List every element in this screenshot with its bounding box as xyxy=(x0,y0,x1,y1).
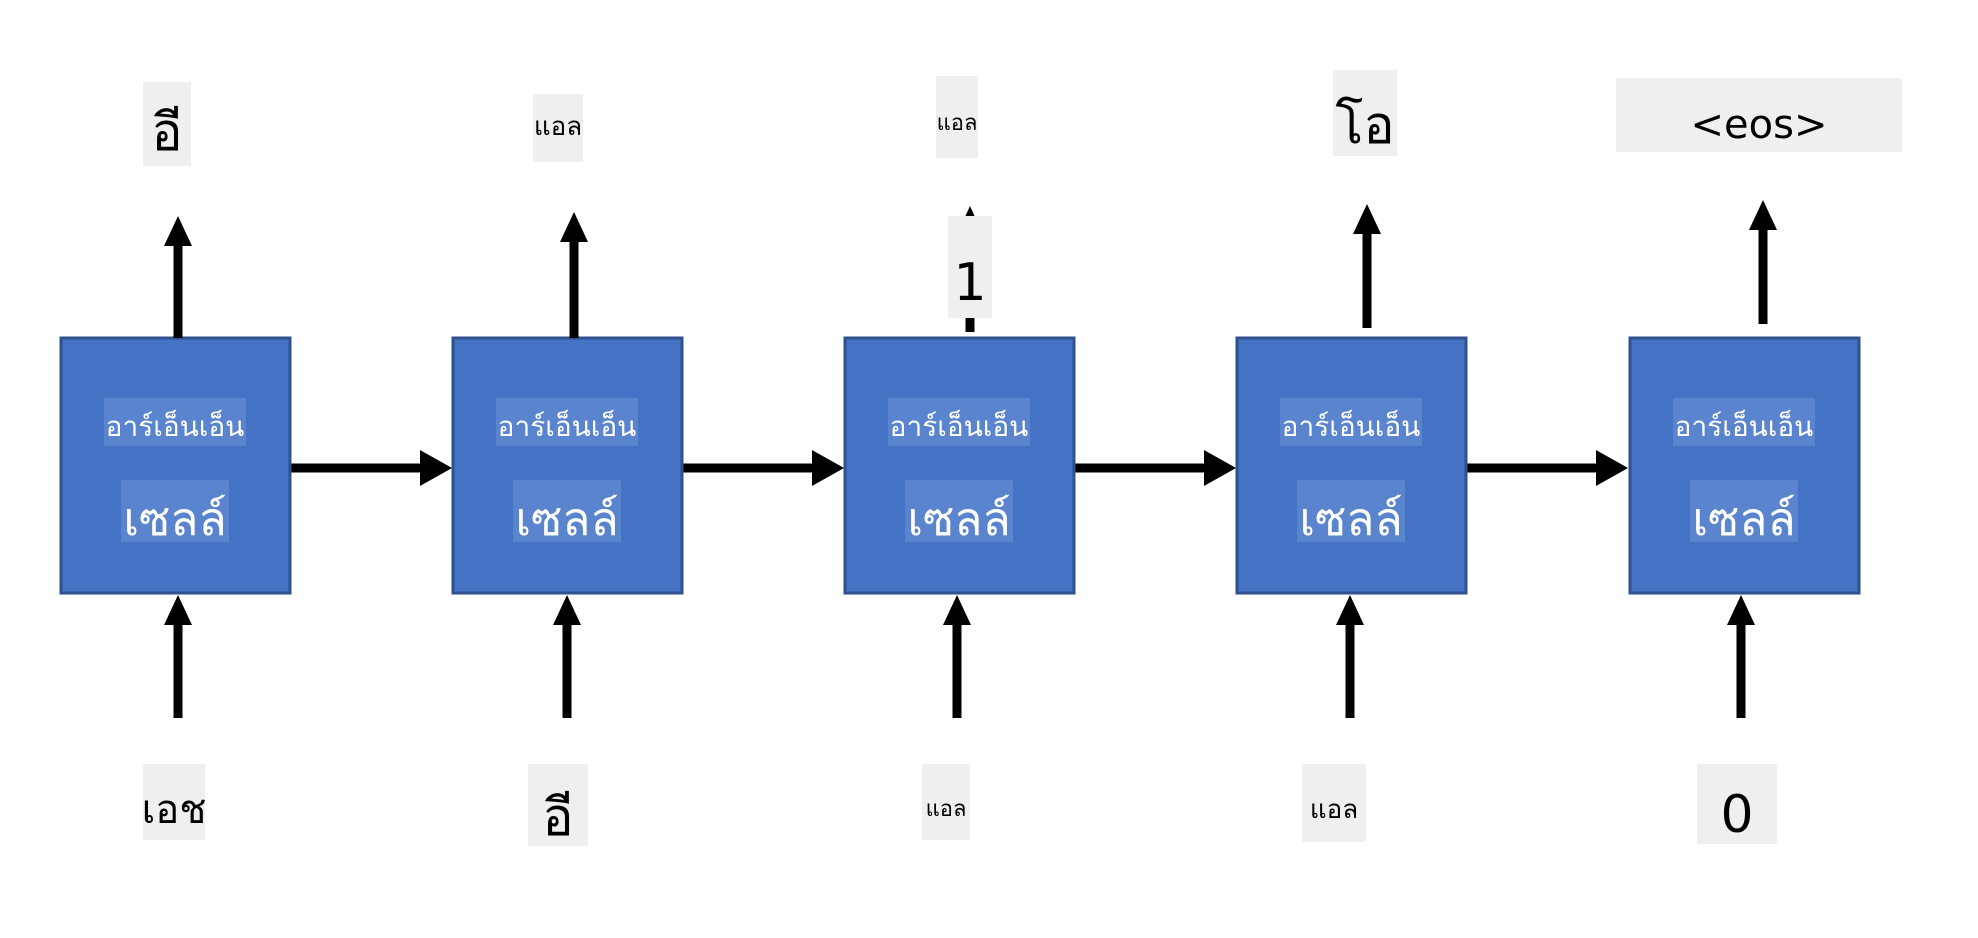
recurrent-arrow-3 xyxy=(1074,450,1236,486)
input-token-label: แอล xyxy=(1310,795,1358,825)
cell-label-bottom: เซลล์ xyxy=(515,492,618,546)
input-arrow-4 xyxy=(1336,595,1364,718)
cell-label-bottom: เซลล์ xyxy=(1299,492,1402,546)
output-token-3: แอล xyxy=(936,76,978,158)
recurrent-arrow-1 xyxy=(290,450,452,486)
overlay-label: 1 xyxy=(953,253,986,313)
output-arrow-2 xyxy=(560,212,588,338)
cell-label-top: อาร์เอ็นเอ็น xyxy=(1282,409,1421,443)
output-arrow-5 xyxy=(1749,200,1777,324)
input-token-label: อี xyxy=(542,788,573,848)
output-token-2: แอล xyxy=(533,94,583,162)
input-token-5: 0 xyxy=(1697,764,1777,845)
output-arrow-4 xyxy=(1353,204,1381,328)
input-arrow-1 xyxy=(164,595,192,718)
output-token-label: <eos> xyxy=(1691,102,1828,148)
cell-label-bottom: เซลล์ xyxy=(1692,492,1795,546)
input-arrow-3 xyxy=(943,595,971,718)
output-token-label: โอ xyxy=(1335,96,1394,156)
input-arrow-2 xyxy=(553,595,581,718)
recurrent-arrow-2 xyxy=(682,450,844,486)
recurrent-arrow-4 xyxy=(1466,450,1628,486)
input-token-label: แอล xyxy=(926,797,967,822)
cell-label-bottom: เซลล์ xyxy=(123,492,226,546)
input-token-4: แอล xyxy=(1302,764,1366,842)
output-token-4: โอ xyxy=(1333,70,1397,156)
cell-label-top: อาร์เอ็นเอ็น xyxy=(890,409,1029,443)
output-token-label: แอล xyxy=(534,112,582,142)
cell-label-top: อาร์เอ็นเอ็น xyxy=(1675,409,1814,443)
input-token-2: อี xyxy=(528,764,588,848)
output-token-1: อี xyxy=(143,82,191,166)
cell-label-bottom: เซลล์ xyxy=(907,492,1010,546)
input-token-3: แอล xyxy=(922,764,970,840)
output-token-label: แอล xyxy=(937,111,978,136)
cell-label-top: อาร์เอ็นเอ็น xyxy=(106,409,245,443)
input-token-label: 0 xyxy=(1720,785,1753,845)
rnn-cell-4: อาร์เอ็นเอ็น เซลล์ xyxy=(1235,336,1468,595)
output-token-5: <eos> xyxy=(1616,78,1902,152)
rnn-cell-3: อาร์เอ็นเอ็น เซลล์ xyxy=(843,336,1076,595)
cell-label-top: อาร์เอ็นเอ็น xyxy=(498,409,637,443)
overlay-label-chip: 1 xyxy=(948,216,992,318)
rnn-cell-2: อาร์เอ็นเอ็น เซลล์ xyxy=(451,336,684,595)
input-arrow-5 xyxy=(1727,595,1755,718)
input-token-label: เอช xyxy=(142,787,207,833)
output-arrow-1 xyxy=(164,216,192,338)
rnn-cell-1: อาร์เอ็นเอ็น เซลล์ xyxy=(59,336,292,595)
input-token-1: เอช xyxy=(142,764,207,840)
rnn-cell-5: อาร์เอ็นเอ็น เซลล์ xyxy=(1628,336,1861,595)
output-token-label: อี xyxy=(151,103,182,163)
